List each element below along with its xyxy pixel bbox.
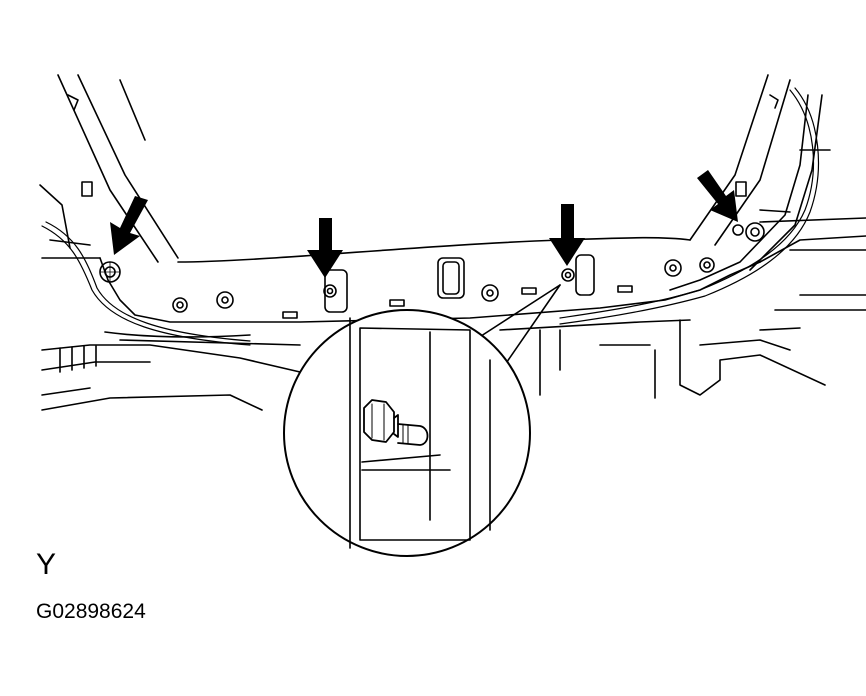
lower-body [41,319,826,411]
bolt-center-left [323,284,337,298]
view-label: Y [36,548,57,581]
bolt-center-right [561,268,575,282]
bolt-left [99,261,121,283]
arrow-icon [549,204,585,266]
detail-magnifier [283,309,531,557]
wire-harness [41,87,819,346]
bolt-right [732,222,765,242]
left-pillar [39,74,179,263]
arrow-icon [307,218,343,278]
arrow-icon [110,196,148,255]
figure-id: G02898624 [36,600,146,623]
arrow-icon [697,170,738,222]
stud-bolt-detail [363,399,429,446]
mounting-holes [172,254,715,319]
right-pillar [669,74,831,291]
detail-leader [477,284,561,373]
